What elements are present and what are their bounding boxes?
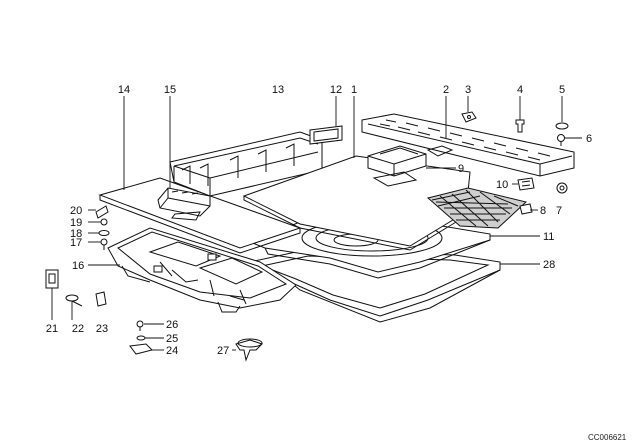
part-4-expanding-rivet (515, 119, 525, 133)
part-20-catch (95, 205, 109, 219)
part-9-box-holder (367, 145, 427, 187)
label-16: 16 (72, 260, 84, 272)
diagram-code: CC006621 (588, 433, 627, 442)
label-12: 12 (330, 84, 342, 96)
label-22: 22 (72, 323, 84, 335)
part-25-washer (136, 335, 146, 341)
label-14: 14 (118, 84, 130, 96)
callout-labels: 1 2 3 4 5 6 7 8 9 10 11 12 13 14 15 16 1… (46, 84, 627, 442)
part-16-storage-tub (107, 227, 297, 313)
label-8: 8 (540, 205, 546, 217)
part-17-screw (100, 238, 108, 250)
part-8-hook (519, 203, 533, 215)
label-26: 26 (166, 319, 178, 331)
label-27: 27 (217, 345, 229, 357)
part-3-clip-nut (461, 111, 477, 123)
label-18: 18 (70, 228, 82, 240)
part-7-fastener (556, 182, 568, 194)
part-24-clamp (129, 343, 153, 355)
part-7-luggage-net (426, 187, 528, 229)
part-18-washer (98, 230, 110, 236)
label-7: 7 (556, 205, 562, 217)
label-13: 13 (272, 84, 284, 96)
label-25: 25 (166, 333, 178, 345)
part-2-rear-trim-panel (361, 113, 575, 177)
label-4: 4 (517, 84, 523, 96)
part-6-screw (557, 134, 565, 146)
part-23-pad (95, 291, 107, 307)
part-10-clip (517, 177, 535, 191)
part-5-grommet (555, 122, 569, 130)
part-12-cover-plate (309, 125, 343, 145)
label-15: 15 (164, 84, 176, 96)
label-2: 2 (443, 84, 449, 96)
part-26-screw (136, 320, 144, 331)
part-27-knob (235, 338, 263, 362)
label-19: 19 (70, 217, 82, 229)
label-6: 6 (586, 133, 592, 145)
label-11: 11 (543, 231, 554, 243)
part-19-nut (100, 218, 108, 226)
label-10: 10 (496, 179, 508, 191)
leader-lines (51, 96, 582, 351)
label-5: 5 (559, 84, 565, 96)
label-24: 24 (166, 345, 178, 357)
part-22-bolt (65, 294, 83, 307)
label-1: 1 (351, 84, 357, 96)
part-15-holder (157, 187, 211, 221)
label-9: 9 (458, 163, 464, 175)
label-23: 23 (96, 323, 108, 335)
label-20: 20 (70, 205, 82, 217)
label-3: 3 (465, 84, 471, 96)
label-21: 21 (46, 323, 58, 335)
label-17: 17 (70, 237, 82, 249)
part-21-bracket (45, 269, 59, 289)
label-28: 28 (543, 259, 555, 271)
